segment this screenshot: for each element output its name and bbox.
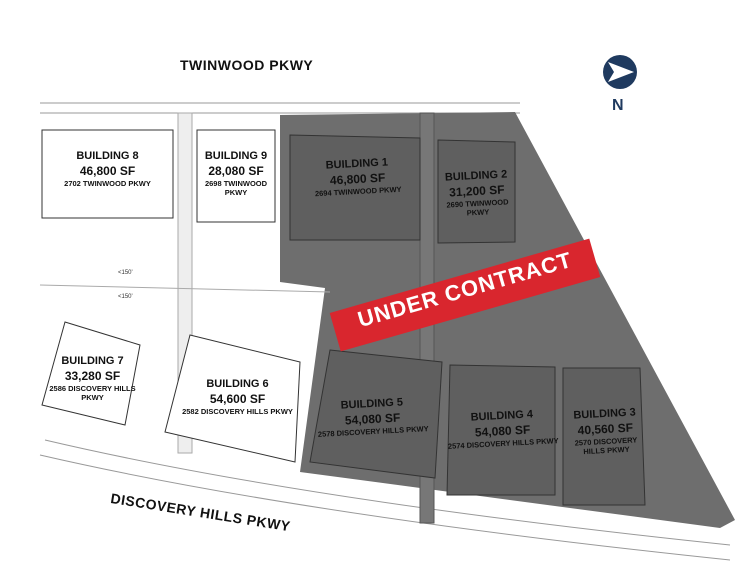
building-area: 46,800 SF	[79, 163, 136, 178]
drive-line	[39, 284, 331, 293]
building-area: 54,600 SF	[209, 391, 266, 406]
building-address: 2698 TWINWOOD PKWY	[204, 178, 268, 198]
north-label: N	[612, 97, 625, 114]
building-1-footprint	[289, 134, 421, 241]
building-name: BUILDING 7	[61, 355, 124, 367]
building-address: 2702 TWINWOOD PKWY	[64, 178, 151, 188]
banner-background	[329, 238, 601, 352]
discovery-curb	[44, 439, 731, 546]
north-arrow-pointer-icon	[608, 62, 634, 82]
building-9-footprint	[196, 129, 276, 223]
building-name: BUILDING 8	[76, 150, 139, 162]
building-5-footprint	[309, 349, 443, 479]
building-address: 2582 DISCOVERY HILLS PKWY	[182, 406, 293, 416]
building-name: BUILDING 6	[206, 378, 269, 390]
discovery-curb	[39, 454, 731, 561]
building-7-footprint	[41, 321, 141, 426]
road-label-twinwood: TWINWOOD PKWY	[180, 57, 314, 73]
building-address: 2570 DISCOVERY HILLS PKWY	[574, 435, 638, 457]
building-address: 2586 DISCOVERY HILLS PKWY	[49, 383, 136, 403]
building-6-footprint	[164, 334, 301, 463]
building-area: 33,280 SF	[64, 368, 121, 383]
building-8-footprint	[41, 129, 174, 219]
building-area: 28,080 SF	[208, 163, 264, 178]
building-3-footprint	[562, 367, 646, 506]
building-name: BUILDING 9	[204, 150, 268, 162]
building-4-footprint	[446, 364, 556, 496]
under-contract-banner	[329, 238, 601, 352]
building-2-footprint	[437, 139, 516, 244]
dimension-label: <150'	[118, 270, 133, 276]
dimension-label: <150'	[118, 294, 133, 300]
